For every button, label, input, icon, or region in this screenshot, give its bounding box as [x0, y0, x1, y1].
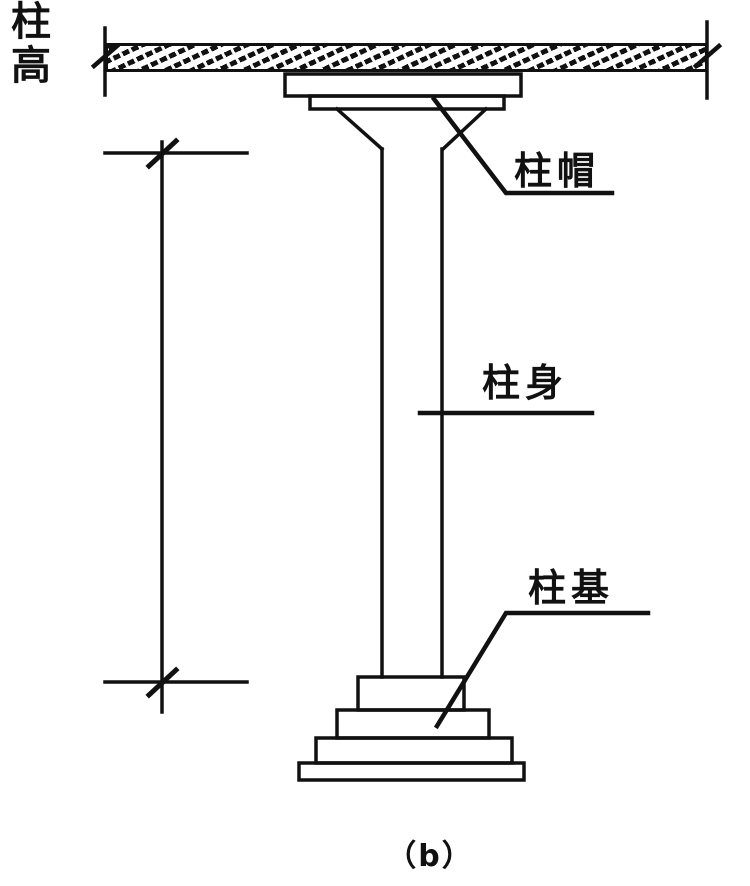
- slab-edge-lines: [90, 20, 723, 100]
- dimension-tick-top-icon: [145, 137, 180, 170]
- dimension-tick-bottom-icon: [145, 666, 180, 699]
- label-column-capital: 柱帽: [514, 149, 601, 193]
- leader-capital: [430, 95, 615, 196]
- slab-left-tick-icon: [90, 42, 121, 70]
- label-column-shaft: 柱身: [482, 361, 569, 405]
- column-capital: [283, 72, 523, 152]
- slab-right-tick-icon: [692, 42, 723, 70]
- leader-base: [433, 610, 651, 730]
- label-column-base: 柱基: [528, 566, 615, 610]
- dimension-line: [103, 137, 249, 714]
- figure-caption: （b）: [386, 839, 474, 874]
- label-column-height-dimension: 柱高: [4, 0, 50, 88]
- column-base: [297, 675, 526, 782]
